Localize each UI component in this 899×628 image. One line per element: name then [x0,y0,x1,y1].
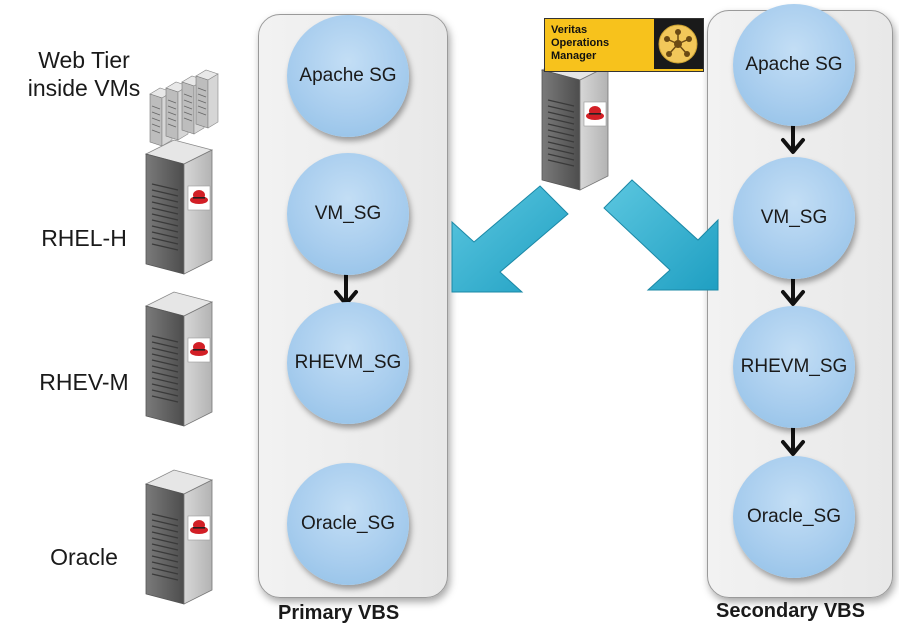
label-rhev-m: RHEV-M [39,369,129,395]
secondary-vbs-title: Secondary VBS [716,600,865,622]
primary-vbs-title: Primary VBS [278,602,400,624]
secondary-node-rhevm-sg: RHEVM_SG [733,306,855,428]
dependency-arrow-primary-vm-rhevm [334,272,358,306]
web-tier-vm-icons [149,69,219,147]
dependency-arrow-secondary-apache-vm [781,124,805,154]
vom-server-icon [541,55,609,191]
rhel-h-server-icon [145,139,213,275]
vom-label: Veritas Operations Manager [551,24,610,62]
label-oracle: Oracle [50,544,118,570]
flow-arrow-left [451,185,569,293]
secondary-node-apache-sg: Apache SG [733,4,855,126]
primary-node-vm-sg: VM_SG [287,153,409,275]
label-rhel-h: RHEL-H [41,225,127,251]
secondary-node-oracle-sg: Oracle_SG [733,456,855,578]
vom-badge: Veritas Operations Manager [544,18,704,72]
primary-node-oracle-sg: Oracle_SG [287,463,409,585]
label-web-tier: Web Tier inside VMs [27,47,141,101]
dependency-arrow-secondary-rhevm-oracle [781,426,805,456]
dependency-arrow-secondary-vm-rhevm [781,276,805,306]
vom-logo-icon [653,19,703,69]
secondary-node-vm-sg: VM_SG [733,157,855,279]
rhev-m-server-icon [145,291,213,427]
flow-arrow-right [603,179,719,291]
primary-node-apache-sg: Apache SG [287,15,409,137]
primary-node-rhevm-sg: RHEVM_SG [287,302,409,424]
oracle-server-icon [145,469,213,605]
